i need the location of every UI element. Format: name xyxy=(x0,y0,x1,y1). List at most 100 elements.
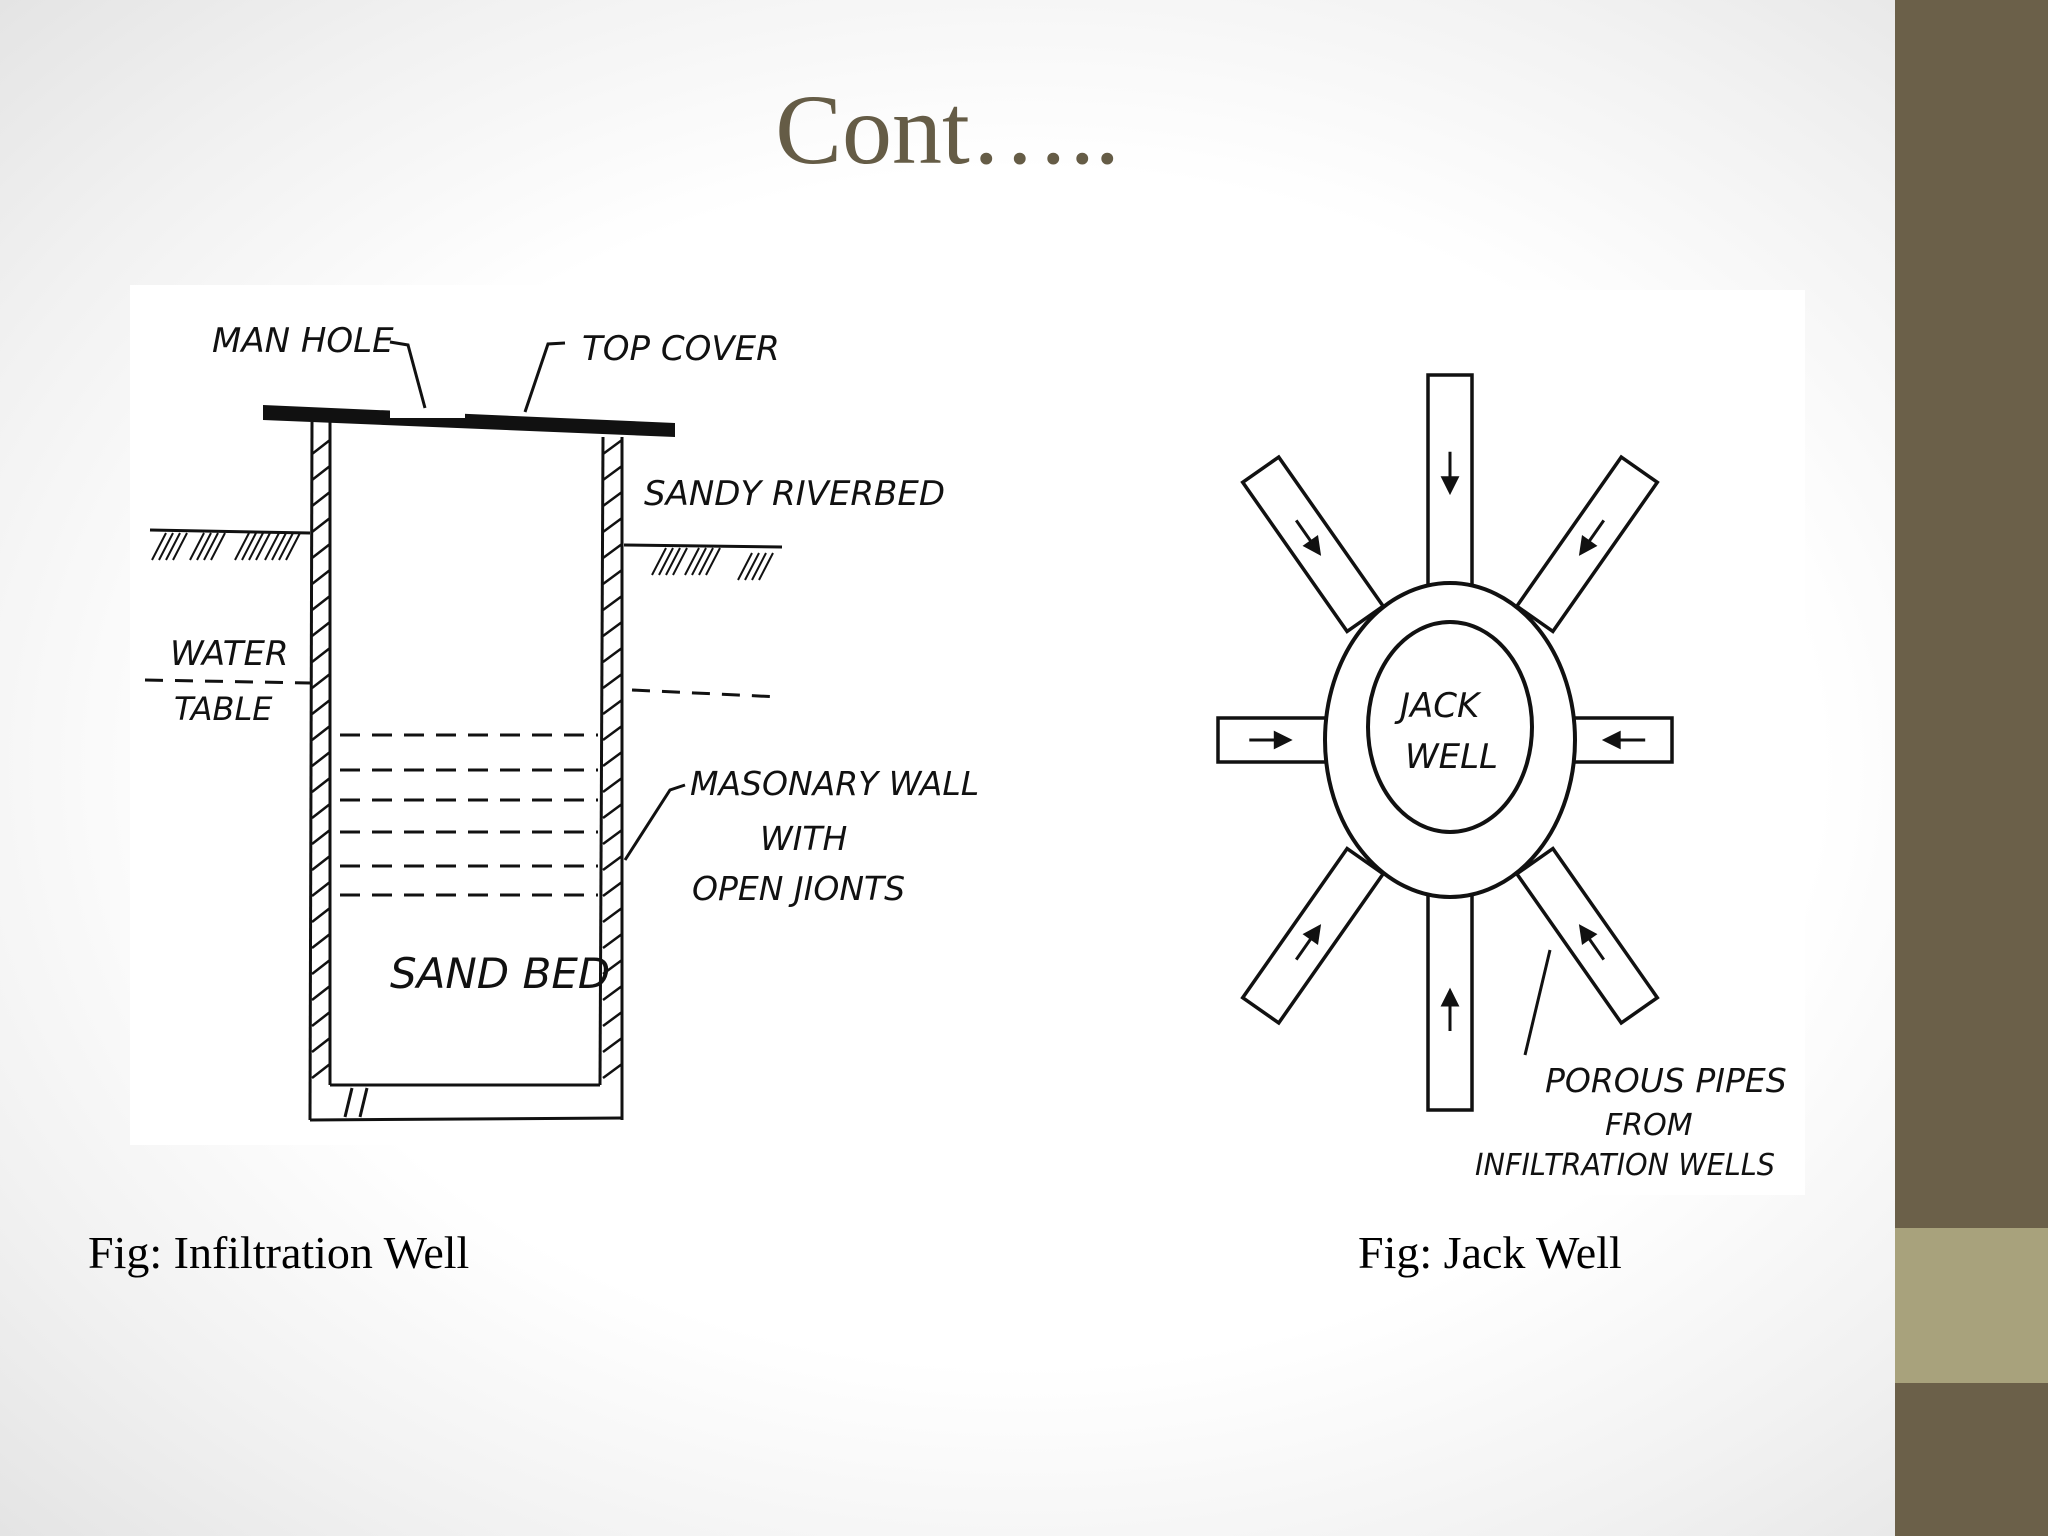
water-level-dashes xyxy=(340,733,598,897)
caption-jack-well: Fig: Jack Well xyxy=(1358,1227,1622,1278)
pipe-flow-arrows xyxy=(1249,451,1646,1031)
flow-arrow-head xyxy=(1302,535,1322,556)
wall-hatch-stroke xyxy=(311,829,331,845)
ground-hatch-stroke xyxy=(751,552,767,581)
label-water: WATER xyxy=(170,634,289,674)
wall-hatch-stroke xyxy=(602,568,623,586)
label-porous-pipes: POROUS PIPES xyxy=(1545,1061,1787,1100)
jack-well-inner-ring xyxy=(1366,620,1534,834)
wall-hatch-stroke xyxy=(311,803,331,819)
ground-hatch-stroke xyxy=(758,552,774,581)
water-table-line xyxy=(144,678,781,699)
label-leaders xyxy=(389,340,686,861)
ground-hatch-stroke xyxy=(705,547,721,576)
ground-hatch-stroke xyxy=(698,547,714,576)
wall-hatch-stroke xyxy=(602,724,623,742)
wall-hatch-stroke xyxy=(311,985,331,1001)
wall-hatch-stroke xyxy=(311,465,331,481)
wall-hatch-stroke xyxy=(602,984,623,1002)
wall-hatch-stroke xyxy=(311,855,331,871)
ground-hatch-stroke xyxy=(658,547,674,576)
wall-hatch-stroke xyxy=(311,673,331,689)
wall-hatch-stroke xyxy=(602,1036,623,1054)
well-bottom-slab xyxy=(309,1083,623,1122)
ground-hatch-stroke xyxy=(165,532,181,561)
wall-hatch-stroke xyxy=(311,777,331,793)
wall-hatch-stroke xyxy=(602,438,623,456)
label-top-cover: TOP COVER xyxy=(582,329,780,369)
label-man-hole: MAN HOLE xyxy=(212,321,394,361)
ground-hatch-stroke xyxy=(691,547,707,576)
ground-hatch-stroke xyxy=(665,547,681,576)
wall-hatch-stroke xyxy=(602,880,623,898)
wall-hatch-stroke xyxy=(311,699,331,715)
wall-hatch-stroke xyxy=(311,933,331,949)
ground-hatch-stroke xyxy=(737,552,753,581)
wall-hatch-stroke xyxy=(311,1063,331,1079)
wall-hatch-stroke xyxy=(311,569,331,585)
ground-hatch-stroke xyxy=(172,532,188,561)
wall-hatch-stroke xyxy=(602,1010,623,1028)
caption-infiltration-well: Fig: Infiltration Well xyxy=(88,1227,470,1278)
wall-hatch-stroke xyxy=(311,1037,331,1053)
wall-hatch-stroke xyxy=(602,776,623,794)
wall-hatch-stroke xyxy=(311,1011,331,1027)
wall-hatching xyxy=(311,438,623,1080)
porous-pipe-leader xyxy=(1523,949,1552,1056)
label-open-joints: OPEN JIONTS xyxy=(692,869,905,908)
ground-hatch-stroke xyxy=(234,532,250,561)
wall-hatch-stroke xyxy=(602,516,623,534)
label-sand-bed: SAND BED xyxy=(390,949,610,998)
flow-arrow-head xyxy=(1578,535,1598,556)
ground-hatch-stroke xyxy=(158,532,174,561)
slide-title: Cont….. xyxy=(775,74,1120,185)
label-with: WITH xyxy=(760,819,847,858)
ground-hatch-stroke xyxy=(684,547,700,576)
flow-arrow-head xyxy=(1578,924,1598,945)
label-sandy-riverbed: SANDY RIVERBED xyxy=(644,474,945,514)
slide-sidebar xyxy=(1895,0,2048,1536)
ground-hatch-stroke xyxy=(285,532,301,561)
ground-hatch-stroke xyxy=(744,552,760,581)
ground-hatch-stroke xyxy=(672,547,688,576)
wall-hatch-stroke xyxy=(311,517,331,533)
wall-hatch-stroke xyxy=(602,620,623,638)
ground-hatch-stroke xyxy=(278,532,294,561)
ground-surface xyxy=(149,528,783,549)
ground-hatch-stroke xyxy=(241,532,257,561)
wall-hatch-stroke xyxy=(602,958,623,976)
flow-arrow-head xyxy=(1302,924,1322,945)
wall-hatch-stroke xyxy=(311,907,331,923)
wall-hatch-stroke xyxy=(311,647,331,663)
ground-hatch-stroke xyxy=(196,532,212,561)
ground-hatch-stroke xyxy=(651,547,667,576)
wall-hatch-stroke xyxy=(602,1062,623,1080)
ground-hatch-stroke xyxy=(248,532,264,561)
sidebar-light-block xyxy=(1895,1228,2048,1383)
wall-hatch-stroke xyxy=(602,854,623,872)
wall-hatch-stroke xyxy=(311,439,331,455)
ground-hatch-stroke xyxy=(203,532,219,561)
wall-hatch-stroke xyxy=(602,464,623,482)
wall-hatch-stroke xyxy=(311,881,331,897)
flow-arrow-head xyxy=(1601,730,1621,750)
ground-hatch-stroke xyxy=(151,532,167,561)
flow-arrow-head xyxy=(1440,987,1460,1007)
wall-hatch-stroke xyxy=(602,750,623,768)
sidebar-dark-block-bottom xyxy=(1895,1383,2048,1536)
wall-hatch-stroke xyxy=(602,828,623,846)
wall-hatch-stroke xyxy=(311,621,331,637)
ground-hatch-stroke xyxy=(210,532,226,561)
wall-hatch-stroke xyxy=(311,751,331,767)
wall-hatch-stroke xyxy=(602,932,623,950)
wall-hatch-stroke xyxy=(311,725,331,741)
ground-hatch-stroke xyxy=(255,532,271,561)
flow-arrow-head xyxy=(1273,730,1293,750)
label-well: WELL xyxy=(1405,737,1498,777)
label-jack: JACK xyxy=(1394,686,1482,726)
wall-hatch-stroke xyxy=(602,802,623,820)
label-from: FROM xyxy=(1605,1108,1693,1143)
wall-hatch-stroke xyxy=(311,595,331,611)
